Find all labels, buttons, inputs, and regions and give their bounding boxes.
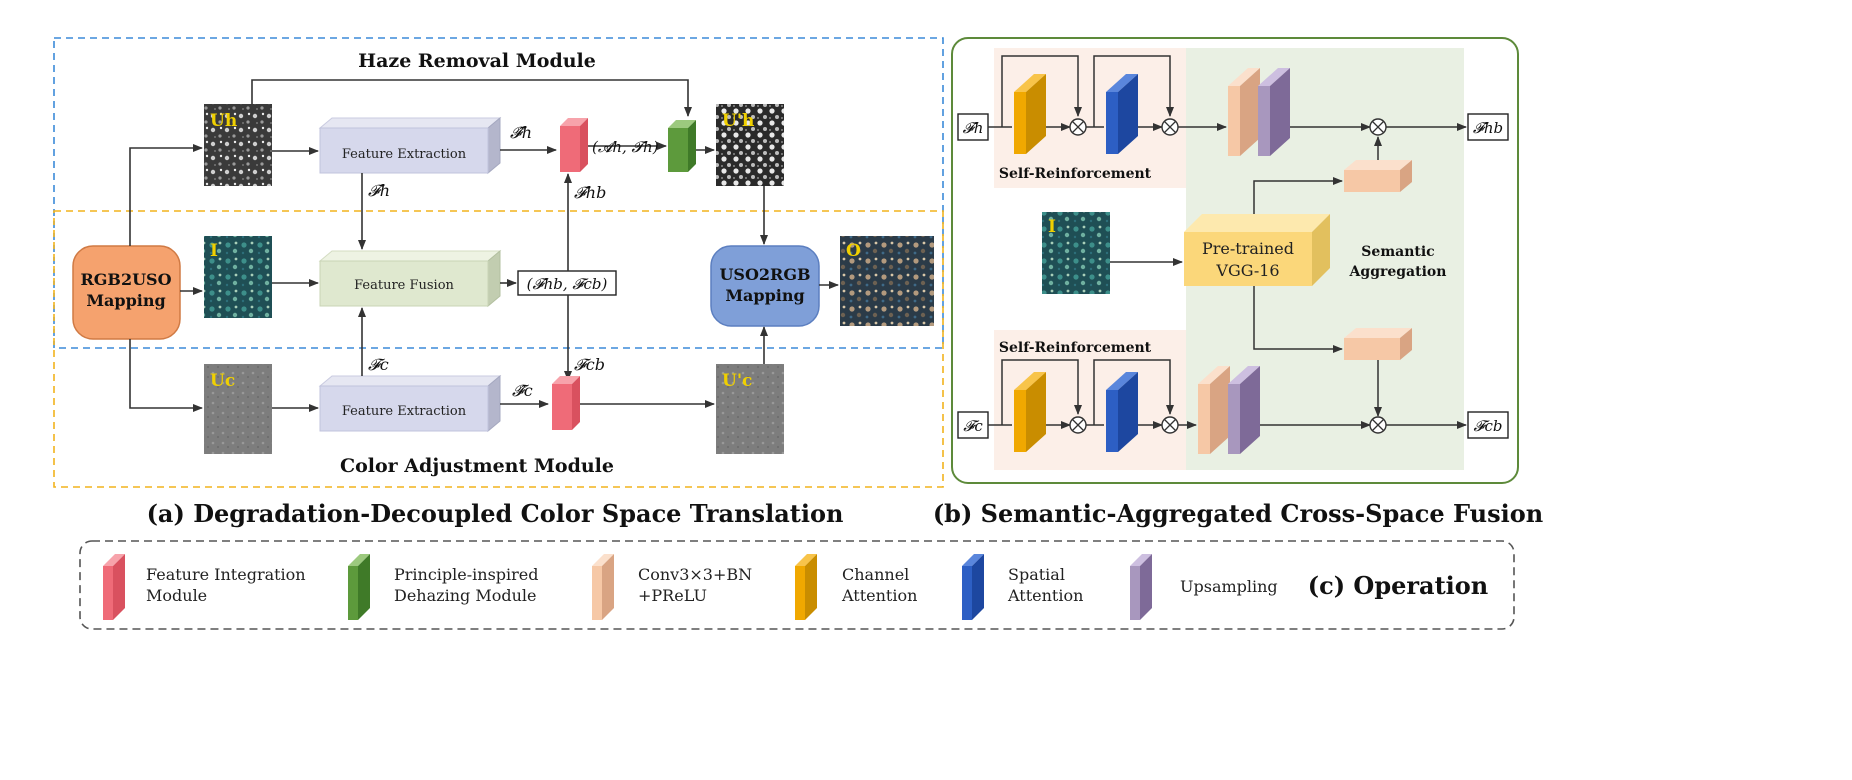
sym-fh: 𝓕h bbox=[368, 181, 390, 200]
image-uc-out-label: U'c bbox=[722, 371, 752, 391]
conv-bottom bbox=[1198, 366, 1230, 454]
skip-ca-top bbox=[1001, 55, 1082, 127]
sym-ah-th: (𝓐h, 𝓣h) bbox=[592, 138, 659, 156]
semantic-aggregation-label-1: Semantic bbox=[1361, 244, 1434, 260]
upsample-top bbox=[1258, 68, 1290, 156]
pair-box bbox=[517, 270, 617, 296]
rgb2uso-label-1: RGB2USO bbox=[80, 270, 171, 289]
legend-conv-2: +PReLU bbox=[638, 586, 707, 605]
panel-b: Self-Reinforcement Self-Reinforcement 𝓕h bbox=[933, 37, 1543, 528]
skip-sa-bottom bbox=[1093, 359, 1174, 425]
semantic-conv-top bbox=[1344, 160, 1412, 192]
image-i-b bbox=[1042, 212, 1110, 294]
uso2rgb-block bbox=[710, 245, 820, 327]
channel-attention-bottom bbox=[1014, 372, 1046, 452]
legend-fim-2: Module bbox=[146, 586, 207, 605]
image-i-label: I bbox=[210, 241, 218, 261]
feature-extraction-bottom: Feature Extraction bbox=[318, 374, 502, 433]
self-reinforcement-top-label: Self-Reinforcement bbox=[999, 166, 1152, 182]
arrow-rgb2uso-to-uh bbox=[129, 144, 203, 246]
output-fhb-label: 𝓕hb bbox=[1473, 119, 1503, 137]
arrow-rgb2uso-to-uc bbox=[129, 339, 203, 412]
skip-uh-to-dehazing bbox=[251, 79, 692, 117]
legend-item-spatial-attention: Spatial Attention bbox=[962, 554, 1083, 620]
legend-item-conv: Conv3×3+BN +PReLU bbox=[592, 554, 752, 620]
self-reinforcement-bottom-label: Self-Reinforcement bbox=[999, 340, 1152, 356]
image-uh-out bbox=[716, 104, 784, 186]
semantic-aggregation-label-2: Aggregation bbox=[1349, 264, 1447, 280]
sym-fh-hat: 𝓕̂h bbox=[510, 123, 532, 142]
upsample-bottom bbox=[1228, 366, 1260, 454]
haze-module-label: Haze Removal Module bbox=[358, 50, 596, 72]
rgb2uso-label-2: Mapping bbox=[86, 291, 165, 310]
legend-item-fim: Feature Integration Module bbox=[103, 554, 306, 620]
sym-fc-hat: 𝓕̂c bbox=[512, 381, 533, 400]
fe-top-label: Feature Extraction bbox=[342, 147, 467, 162]
uso2rgb-label-1: USO2RGB bbox=[719, 265, 810, 284]
panel-a: Haze Removal Module Color Adjustment Mod… bbox=[53, 37, 944, 528]
legend-fim-1: Feature Integration bbox=[146, 565, 306, 584]
image-i-b-label: I bbox=[1048, 217, 1056, 237]
input-fc-label: 𝓕c bbox=[963, 417, 983, 435]
caption-a: (a) Degradation-Decoupled Color Space Tr… bbox=[147, 499, 844, 528]
legend-up-1: Upsampling bbox=[1180, 577, 1278, 596]
caption-b: (b) Semantic-Aggregated Cross-Space Fusi… bbox=[933, 499, 1543, 528]
feature-fusion: Feature Fusion bbox=[318, 249, 502, 308]
legend-item-upsampling: Upsampling bbox=[1130, 554, 1278, 620]
output-fcb-box bbox=[1467, 411, 1509, 439]
sym-fcb: 𝓕cb bbox=[574, 355, 605, 374]
legend-ca-2: Attention bbox=[841, 586, 917, 605]
legend-sa-2: Attention bbox=[1007, 586, 1083, 605]
channel-attention-top bbox=[1014, 74, 1046, 154]
output-fcb-label: 𝓕cb bbox=[1473, 417, 1502, 435]
rgb2uso-block bbox=[72, 245, 181, 340]
image-uh bbox=[204, 104, 272, 186]
vgg-label-2: VGG-16 bbox=[1215, 261, 1279, 280]
haze-region bbox=[53, 37, 944, 349]
input-fh-box bbox=[957, 113, 989, 141]
image-uc-label: Uc bbox=[210, 371, 235, 391]
arrow-vgg-to-sconv-bottom bbox=[1253, 286, 1343, 353]
semantic-conv-bottom bbox=[1344, 328, 1412, 360]
uso2rgb-label-2: Mapping bbox=[725, 286, 804, 305]
legend-dehazing-2: Dehazing Module bbox=[394, 586, 536, 605]
image-uh-out-label: U'h bbox=[722, 111, 754, 131]
vgg16-block: Pre-trained VGG-16 bbox=[1184, 214, 1330, 286]
legend-title: (c) Operation bbox=[1308, 571, 1489, 600]
sym-fhb: 𝓕hb bbox=[574, 183, 606, 202]
fim-bottom bbox=[552, 376, 580, 430]
color-module-label: Color Adjustment Module bbox=[340, 455, 614, 477]
color-region bbox=[53, 210, 944, 488]
legend-item-channel-attention: Channel Attention bbox=[795, 554, 917, 620]
skip-sa-top bbox=[1093, 55, 1174, 127]
image-uc bbox=[204, 364, 272, 454]
image-o-label: O bbox=[846, 241, 861, 261]
input-fh-label: 𝓕h bbox=[963, 119, 984, 137]
fe-bottom-label: Feature Extraction bbox=[342, 404, 467, 419]
legend: Feature Integration Module Principle-ins… bbox=[79, 540, 1515, 630]
dehazing-module bbox=[668, 120, 696, 172]
legend-item-dehazing: Principle-inspired Dehazing Module bbox=[348, 554, 539, 620]
legend-conv-1: Conv3×3+BN bbox=[638, 565, 752, 584]
sym-fc: 𝓕c bbox=[368, 355, 389, 374]
image-uc-out bbox=[716, 364, 784, 454]
legend-dehazing-1: Principle-inspired bbox=[394, 565, 539, 584]
spatial-attention-top bbox=[1106, 74, 1138, 154]
vgg-label-1: Pre-trained bbox=[1202, 239, 1294, 258]
sym-pair: (𝓕hb, 𝓕cb) bbox=[527, 275, 608, 293]
image-uh-label: Uh bbox=[210, 111, 237, 131]
image-i bbox=[204, 236, 272, 318]
conv-top bbox=[1228, 68, 1260, 156]
feature-extraction-top: Feature Extraction bbox=[318, 116, 502, 175]
arrow-vgg-to-sconv-top bbox=[1253, 177, 1343, 214]
skip-ca-bottom bbox=[1001, 359, 1082, 425]
output-fhb-box bbox=[1467, 113, 1509, 141]
image-o bbox=[840, 236, 934, 326]
legend-ca-1: Channel bbox=[842, 565, 909, 584]
ff-label: Feature Fusion bbox=[354, 278, 454, 293]
legend-sa-1: Spatial bbox=[1008, 565, 1065, 584]
spatial-attention-bottom bbox=[1106, 372, 1138, 452]
fim-top bbox=[560, 118, 588, 172]
